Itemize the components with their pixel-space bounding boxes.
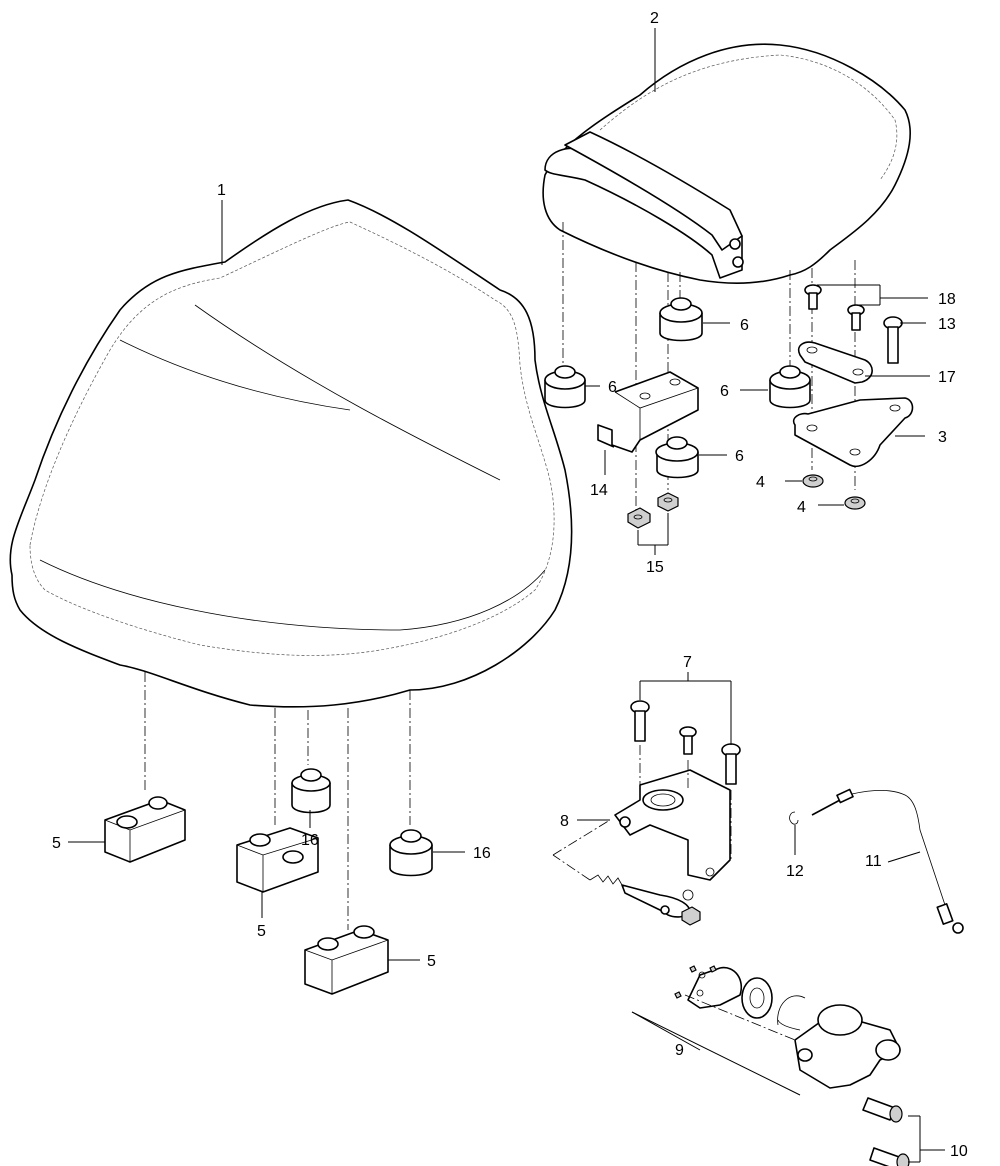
bolt-10a (862, 1097, 903, 1123)
leader-lines (68, 28, 945, 1163)
nut-15a (627, 507, 651, 529)
rubber-cushion-6a (659, 297, 703, 342)
rubber-block-5c (304, 925, 389, 995)
bolt-10b (869, 1147, 910, 1166)
callout-8: 8 (560, 813, 569, 830)
rubber-cushion-16b (389, 829, 433, 877)
callout-10: 10 (950, 1143, 968, 1160)
callout-14: 14 (590, 482, 608, 499)
callout-17: 17 (938, 369, 956, 386)
callout-16b: 16 (473, 845, 491, 862)
callout-12: 12 (786, 863, 804, 880)
callout-7: 7 (683, 654, 692, 671)
callout-1: 1 (217, 182, 226, 199)
nut-15b (657, 492, 679, 512)
callout-4a: 4 (756, 474, 765, 491)
callout-6c: 6 (720, 383, 729, 400)
rider-seat-axis-lines (144, 672, 411, 930)
nut-4b (844, 496, 866, 510)
callout-5c: 5 (427, 953, 436, 970)
bolt-7a (630, 700, 650, 742)
passenger-seat (542, 43, 911, 285)
callout-5b: 5 (257, 923, 266, 940)
bracket-14 (597, 371, 699, 453)
nut-4a (802, 474, 824, 488)
lock-assembly-9 (674, 965, 901, 1089)
rubber-cushion-6d (655, 436, 699, 479)
bolt-18a (804, 284, 822, 310)
callout-18: 18 (938, 291, 956, 308)
callout-4b: 4 (797, 499, 806, 516)
callout-16a: 16 (301, 832, 319, 849)
bracket-3 (792, 397, 914, 467)
callout-2: 2 (650, 10, 659, 27)
plate-17 (797, 341, 873, 384)
callout-6d: 6 (735, 448, 744, 465)
callout-3: 3 (938, 429, 947, 446)
cable-11 (811, 788, 964, 934)
bolt-18b (847, 304, 865, 331)
callout-13: 13 (938, 316, 956, 333)
callout-11: 11 (865, 853, 882, 870)
rubber-block-5a (104, 796, 186, 863)
rubber-cushion-6c (769, 365, 811, 409)
callout-labels: 1 2 3 4 4 5 5 5 6 6 6 6 7 8 9 10 11 12 1… (52, 10, 968, 1160)
callout-5a: 5 (52, 835, 61, 852)
callout-9: 9 (675, 1042, 684, 1059)
bolt-13 (883, 316, 903, 364)
lock-bracket-8 (552, 745, 732, 926)
bolt-7c (721, 743, 741, 785)
clip-12 (789, 811, 799, 825)
callout-6b: 6 (608, 379, 617, 396)
rubber-block-5b (236, 827, 319, 893)
callout-6a: 6 (740, 317, 749, 334)
rubber-cushion-6b (544, 365, 586, 409)
rubber-cushion-16a (291, 768, 331, 814)
rider-seat (9, 199, 573, 708)
bolt-7b (679, 726, 697, 755)
callout-15: 15 (646, 559, 664, 576)
